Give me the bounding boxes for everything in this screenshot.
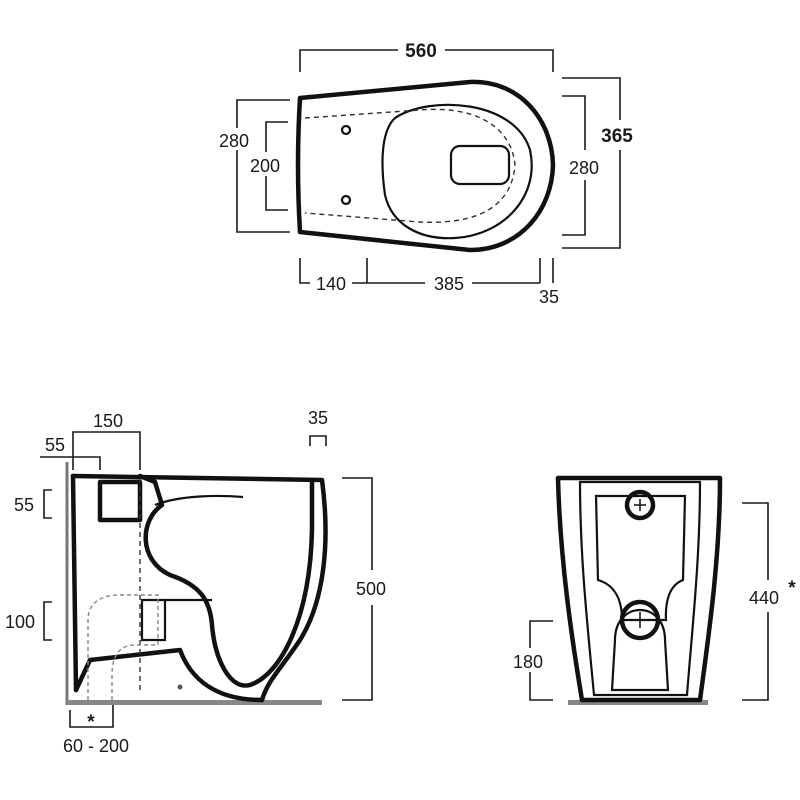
side-view-soil-pipe <box>87 594 159 700</box>
rear-view-inlet <box>624 489 656 521</box>
dim-line-280-left-lower <box>236 150 290 233</box>
rear-view-outlet-shroud <box>610 608 670 692</box>
side-view-base <box>73 647 265 703</box>
dim-wall-gap-range: 60 - 200 <box>63 736 129 756</box>
side-view-body-outline <box>70 473 328 703</box>
rear-view-outer-shell <box>555 475 723 703</box>
top-view-seat-ring <box>381 103 533 240</box>
dim-wall-gap-mark: * <box>87 712 95 733</box>
dim-55-left: 55 <box>14 495 34 515</box>
dim-line-500 <box>342 477 373 570</box>
side-view-fixing-screw <box>177 684 183 690</box>
dim-150: 150 <box>93 411 123 431</box>
side-view-inlet <box>97 479 143 523</box>
side-view-outlet-spigot <box>140 598 167 642</box>
dim-line-200-lower <box>265 176 288 211</box>
dim-280-right: 280 <box>569 158 599 178</box>
dim-280-left: 280 <box>219 131 249 151</box>
dim-200: 200 <box>250 156 280 176</box>
top-view-fixing-hole-upper <box>340 124 352 136</box>
dim-180: 180 <box>513 652 543 672</box>
dim-440: 440 <box>749 588 779 608</box>
dim-365: 365 <box>601 126 633 147</box>
side-view: 150 55 55 100 35 500 * 60 - 200 <box>5 408 386 756</box>
side-view-trap <box>137 473 315 688</box>
dim-line-200 <box>265 121 288 152</box>
dim-line-180-lower <box>529 672 553 701</box>
dim-line-100 <box>43 601 52 641</box>
rear-view-floor <box>568 700 708 705</box>
rear-view-channel <box>594 494 687 622</box>
rear-view: 440 * 180 <box>513 475 796 705</box>
dim-500: 500 <box>356 579 386 599</box>
top-view-inner-bowl <box>304 108 516 223</box>
dim-385: 385 <box>434 274 464 294</box>
dim-line-560-right <box>445 49 554 72</box>
dim-440-mark: * <box>788 578 796 599</box>
dim-line-55-top <box>40 456 101 470</box>
side-view-back <box>70 473 79 693</box>
dim-line-560 <box>299 49 398 72</box>
dim-line-280-left <box>236 99 290 128</box>
top-view-bowl-outline <box>295 79 556 253</box>
dim-line-280-right <box>562 95 586 150</box>
dim-line-440 <box>742 502 769 580</box>
dim-line-280-right-lower <box>562 180 586 236</box>
dim-100: 100 <box>5 612 35 632</box>
side-view-floor <box>67 700 322 705</box>
dim-line-365 <box>562 77 621 120</box>
top-view: 560 280 200 280 365 140 385 35 <box>219 41 633 307</box>
dim-line-440-lower <box>742 612 769 701</box>
dim-line-wall-gap <box>69 705 114 728</box>
top-view-fixing-hole-lower <box>340 194 352 206</box>
side-view-rim <box>154 494 244 507</box>
dim-line-35-side <box>309 435 327 446</box>
dim-560: 560 <box>405 41 437 62</box>
dim-35-side: 35 <box>308 408 328 428</box>
dim-140: 140 <box>316 274 346 294</box>
rear-view-inner-frame <box>578 480 702 697</box>
dim-line-365-lower <box>562 150 621 249</box>
dim-line-55-left <box>43 489 52 519</box>
dim-55-top: 55 <box>45 435 65 455</box>
top-view-outlet <box>449 144 511 186</box>
dim-line-500-lower <box>342 605 373 701</box>
dim-35-top: 35 <box>539 287 559 307</box>
dim-line-140 <box>299 258 310 284</box>
rear-view-outlet <box>619 599 661 641</box>
dim-line-180 <box>529 620 553 648</box>
dim-line-150 <box>72 431 141 470</box>
